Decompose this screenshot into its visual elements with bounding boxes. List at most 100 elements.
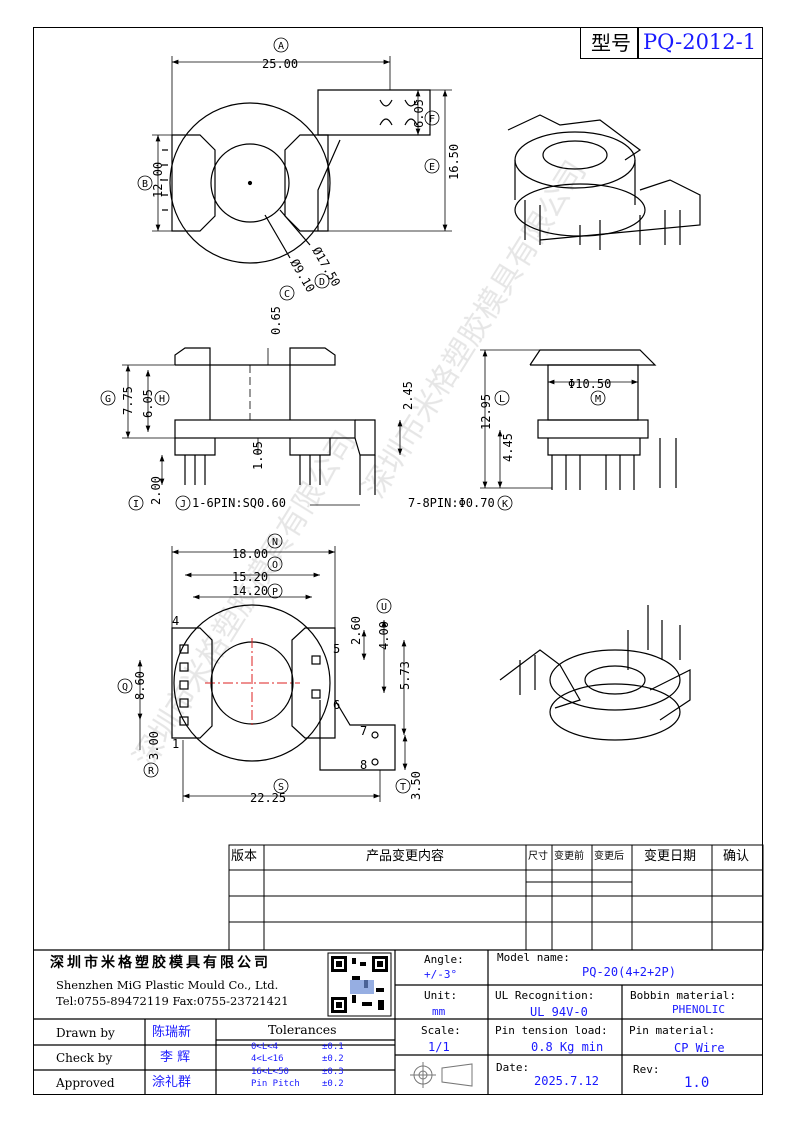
rev-label: Rev: (633, 1063, 660, 1076)
company-contact: Tel:0755-89472119 Fax:0755-23721421 (56, 994, 289, 1008)
unit-label: Unit: (424, 989, 458, 1002)
dim-i: 2.00 (149, 476, 163, 505)
top-view (162, 89, 431, 264)
label-a: A (278, 41, 284, 52)
dim-g: 7.75 (121, 386, 135, 415)
dim-right: 2.45 (401, 381, 415, 410)
bottom-view (171, 604, 396, 771)
dim-f: 6.05 (412, 99, 426, 128)
side-view-dimensions (122, 348, 403, 506)
label-d: D (319, 277, 325, 288)
dim-bot: 4.45 (501, 433, 515, 462)
pin-7: 7 (360, 724, 367, 738)
pin-tension-value: 0.8 Kg min (531, 1040, 604, 1054)
tol-val-1: ±0.1 (322, 1042, 344, 1052)
bobbin-material-value: PHENOLIC (672, 1003, 725, 1016)
dim-mid: 1.05 (251, 441, 265, 470)
dim-r: 3.00 (147, 731, 161, 760)
drawn-by-label: Drawn by (56, 1026, 115, 1040)
label-l: L (499, 394, 505, 405)
pin-4: 4 (172, 614, 179, 628)
label-p: P (272, 587, 278, 598)
title-block-grid (33, 949, 763, 1095)
dim-m: Φ10.50 (568, 377, 611, 391)
model-name-value: PQ-20(4+2+2P) (582, 965, 676, 979)
model-name-label: Model name: (497, 951, 570, 964)
projection-symbol-icon (410, 1062, 473, 1088)
check-by-value: 李 辉 (160, 1050, 191, 1065)
top-view-dimensions (152, 56, 452, 232)
label-t: T (400, 782, 406, 793)
approved-label: Approved (56, 1076, 115, 1090)
label-q: Q (122, 682, 128, 693)
ul-label: UL Recognition: (495, 989, 595, 1002)
isometric-view-2 (499, 605, 691, 741)
pin-5: 5 (333, 642, 340, 656)
dim-a: 25.00 (262, 57, 298, 71)
rev-header-before: 变更前 (554, 851, 584, 862)
model-value: PQ-2012-1 (643, 30, 757, 54)
pin7-8-spec: 7-8PIN:Φ0.70 (408, 496, 495, 510)
pin1-6-spec: 1-6PIN:SQ0.60 (192, 496, 286, 510)
date-label: Date: (496, 1061, 530, 1074)
watermark-text-2: 深圳市米格塑胶模具有限公司 (357, 155, 593, 504)
bottom-view-dimensions (137, 546, 408, 802)
check-by-label: Check by (56, 1051, 113, 1065)
label-s: S (278, 782, 284, 793)
side-view-labels: G 7.75 H 6.05 0.65 1.05 2.45 I 2.00 J 1-… (100, 306, 513, 511)
tol-range-4: Pin Pitch (251, 1079, 300, 1089)
label-i: I (133, 499, 139, 510)
qr-code (327, 952, 392, 1017)
rev-header-date: 变更日期 (644, 849, 697, 864)
angle-value: +/-3° (424, 968, 458, 981)
side-view (174, 347, 376, 495)
pin-material-label: Pin material: (629, 1024, 716, 1037)
tol-range-3: 16<L<50 (251, 1067, 289, 1077)
dim-l: 12.95 (479, 394, 493, 430)
dim-e: 16.50 (447, 144, 461, 180)
tol-val-4: ±0.2 (322, 1079, 344, 1089)
scale-value: 1/1 (428, 1040, 450, 1054)
pin-6: 6 (333, 698, 340, 712)
company-name-en: Shenzhen MiG Plastic Mould Co., Ltd. (56, 978, 279, 992)
dim-v2: 5.73 (398, 661, 412, 690)
front-view (529, 349, 677, 490)
label-c: C (284, 289, 290, 300)
front-view-dimensions (480, 349, 638, 489)
pin-material-value: CP Wire (674, 1041, 725, 1055)
rev-header-content: 产品变更内容 (366, 849, 445, 864)
dim-c: Ø9.10 (287, 257, 317, 295)
rev-header-confirm: 确认 (723, 849, 750, 864)
dim-p: 14.20 (232, 584, 268, 598)
dim-q: 8.60 (133, 671, 147, 700)
pin-tension-label: Pin tension load: (495, 1024, 608, 1037)
company-name-cn: 深圳市米格塑胶模具有限公司 (50, 955, 271, 971)
unit-value: mm (432, 1005, 446, 1018)
dim-u: 4.00 (377, 621, 391, 650)
dim-h: 6.05 (141, 389, 155, 418)
dim-n: 18.00 (232, 547, 268, 561)
rev-value: 1.0 (684, 1075, 710, 1091)
label-b: B (142, 179, 148, 190)
label-n: N (272, 537, 278, 548)
date-value: 2025.7.12 (534, 1074, 600, 1088)
rev-header-dimension: 尺寸 (528, 851, 548, 862)
angle-label: Angle: (424, 953, 464, 966)
label-h: H (159, 394, 165, 405)
bobbin-material-label: Bobbin material: (630, 989, 736, 1002)
rev-header-version: 版本 (231, 849, 258, 864)
pin-1: 1 (172, 737, 179, 751)
label-g: G (105, 394, 111, 405)
drawing-frame (33, 27, 763, 1095)
label-m: M (595, 394, 601, 405)
label-j: J (180, 499, 186, 510)
top-view-labels: A 25.00 B 12.00 C Ø9.10 D Ø17.50 E 16.50… (137, 37, 461, 301)
label-u: U (381, 602, 387, 613)
dim-o: 15.20 (232, 570, 268, 584)
dim-t: 3.50 (409, 771, 423, 800)
dim-v1: 2.60 (349, 616, 363, 645)
tol-val-2: ±0.2 (322, 1054, 344, 1064)
drawn-by-value: 陈瑞新 (152, 1025, 192, 1040)
label-o: O (272, 560, 278, 571)
